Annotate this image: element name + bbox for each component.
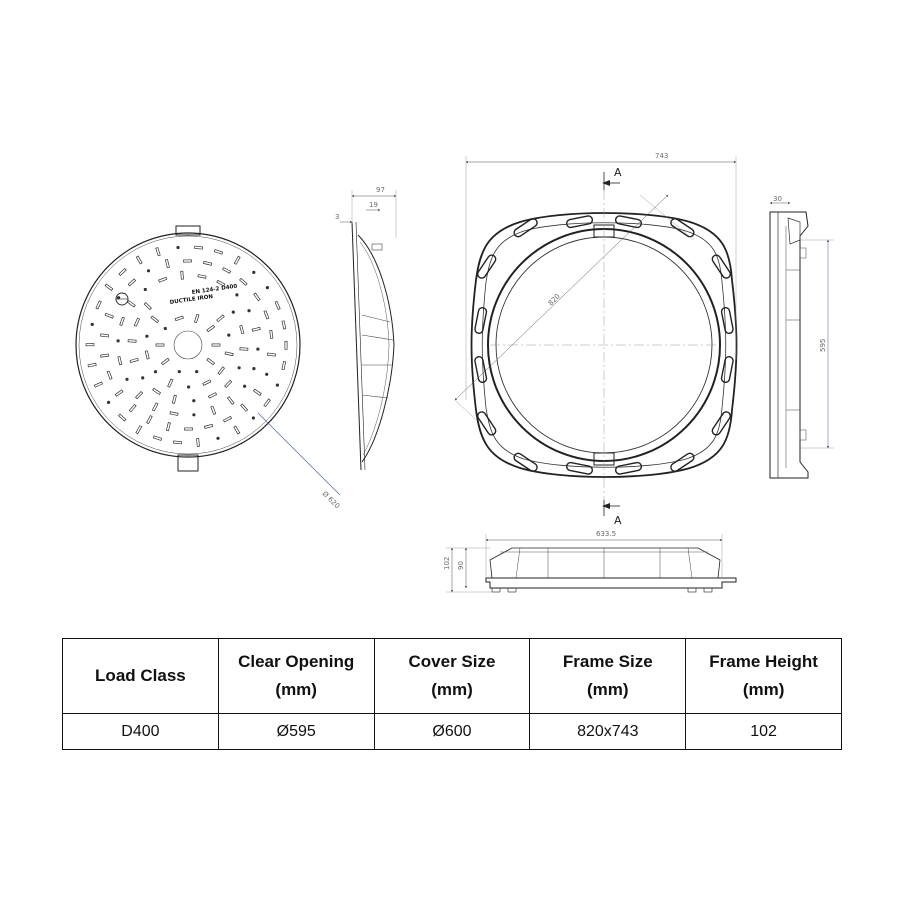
spec-table-header-row: Load Class Clear Opening(mm) Cover Size(… bbox=[62, 638, 842, 714]
spec-table-row: D400 Ø595 Ø600 820x743 102 bbox=[62, 713, 842, 750]
header-cover-size: Cover Size(mm) bbox=[373, 638, 531, 714]
cell-cover-size: Ø600 bbox=[373, 713, 531, 750]
dim-section-width: 633.5 bbox=[596, 530, 616, 538]
dim-section-height-inner: 90 bbox=[457, 561, 465, 570]
cell-frame-size: 820x743 bbox=[529, 713, 687, 750]
header-clear-opening: Clear Opening(mm) bbox=[217, 638, 375, 714]
cell-clear-opening: Ø595 bbox=[217, 713, 375, 750]
header-load-class: Load Class bbox=[62, 638, 219, 714]
cover-side-view: 97 19 3 bbox=[335, 186, 397, 471]
frame-top-view: 820 743 A A bbox=[454, 152, 738, 527]
cover-surface-pattern bbox=[85, 245, 288, 447]
technical-drawing: DUCTILE IRON EN 124-2 D400 Ø 620 97 19 3 bbox=[75, 152, 834, 593]
dim-section-height-total: 102 bbox=[443, 557, 451, 570]
header-frame-size: Frame Size(mm) bbox=[529, 638, 687, 714]
dim-clear-opening: 595 bbox=[819, 339, 827, 352]
dim-side-lip: 3 bbox=[335, 213, 339, 221]
dim-frame-diagonal: 820 bbox=[547, 292, 562, 307]
dim-frame-flange: 30 bbox=[773, 195, 782, 203]
frame-side-view: 30 595 bbox=[769, 195, 834, 479]
cell-frame-height: 102 bbox=[685, 713, 842, 750]
header-frame-height: Frame Height(mm) bbox=[685, 638, 842, 714]
cover-top-view: DUCTILE IRON EN 124-2 D400 Ø 620 bbox=[75, 225, 341, 510]
section-view: 633.5 102 90 bbox=[443, 530, 737, 593]
section-marker-top: A bbox=[614, 166, 622, 179]
cover-marking-2: EN 124-2 D400 bbox=[191, 284, 237, 296]
spec-table: Load Class Clear Opening(mm) Cover Size(… bbox=[62, 638, 842, 750]
dim-side-total: 97 bbox=[376, 186, 385, 194]
cell-load-class: D400 bbox=[62, 713, 219, 750]
section-marker-bottom: A bbox=[614, 514, 622, 527]
dim-side-inner: 19 bbox=[369, 201, 378, 209]
dim-frame-width: 743 bbox=[655, 152, 668, 160]
